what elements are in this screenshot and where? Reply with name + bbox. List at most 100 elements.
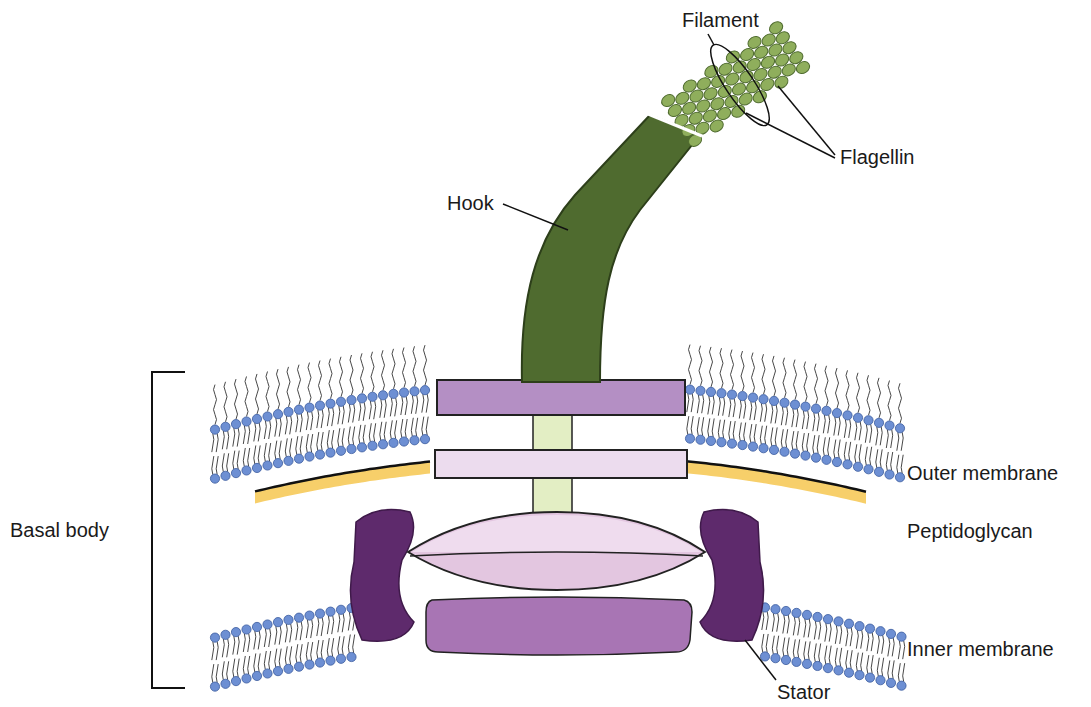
lipid-head: [792, 608, 801, 617]
lipid-tail: [844, 419, 846, 438]
lipid-tail: [871, 655, 873, 674]
stator: [350, 510, 414, 642]
lipid-tail: [254, 653, 256, 672]
lps-chain: [846, 370, 849, 410]
lipid-tail: [342, 636, 344, 655]
lipid-tail: [416, 418, 418, 437]
lipid-head: [865, 624, 874, 633]
lps-chain: [256, 374, 259, 414]
lipid-head: [790, 400, 799, 409]
lipid-tail: [817, 435, 819, 454]
lipid-head: [717, 389, 726, 398]
lipid-head: [252, 463, 261, 472]
lps-chain: [424, 345, 427, 385]
lipid-tail: [771, 427, 773, 446]
lipid-head: [315, 609, 324, 618]
lps-chain: [741, 351, 744, 391]
lipid-head: [822, 455, 831, 464]
lipid-tail: [311, 620, 313, 639]
ms-ring: [408, 512, 705, 590]
lipid-tail: [882, 635, 884, 654]
lipid-head: [410, 436, 419, 445]
lipid-head: [326, 399, 335, 408]
lipid-tail: [390, 398, 392, 417]
lipid-tail: [300, 644, 302, 663]
lipid-tail: [264, 443, 266, 462]
part-label: Inner membrane: [907, 637, 1054, 661]
lps-chain: [731, 350, 734, 390]
lipid-tail: [903, 641, 905, 660]
lipid-tail: [823, 437, 825, 456]
lipid-head: [347, 444, 356, 453]
lipid-head: [326, 448, 335, 457]
lipid-tail: [348, 427, 350, 446]
lipid-head: [315, 401, 324, 410]
lipid-tail: [222, 453, 224, 472]
lipid-head: [844, 619, 853, 628]
lipid-tail: [787, 615, 789, 634]
lipid-head: [769, 445, 778, 454]
lipid-head: [781, 655, 790, 664]
membranes: [210, 345, 906, 692]
lipid-head: [885, 421, 894, 430]
lipid-tail: [870, 424, 872, 443]
lipid-tail: [338, 406, 340, 425]
lipid-tail: [792, 431, 794, 450]
lipid-tail: [723, 397, 725, 416]
lipid-tail: [296, 436, 298, 455]
stator: [700, 510, 764, 642]
lipid-tail: [227, 661, 229, 680]
lipid-tail: [390, 420, 392, 439]
lipid-head: [853, 413, 862, 422]
lipid-tail: [227, 453, 229, 472]
lps-chain: [710, 347, 713, 387]
lipid-tail: [712, 396, 714, 415]
lipid-tail: [348, 404, 350, 423]
peptidoglycan-edge: [686, 461, 866, 492]
lipid-tail: [793, 639, 795, 658]
lps-chain: [720, 348, 723, 388]
lipid-tail: [877, 635, 879, 654]
lipid-tail: [306, 620, 308, 639]
lps-chain: [392, 349, 395, 389]
part-label: Filament: [682, 8, 759, 32]
lps-chain: [329, 359, 332, 399]
lipid-head: [368, 392, 377, 401]
lipid-tail: [258, 423, 260, 442]
lipid-tail: [723, 420, 725, 439]
lipid-tail: [903, 663, 905, 682]
lipid-tail: [237, 428, 239, 447]
lipid-head: [336, 446, 345, 455]
lps-chain: [878, 378, 881, 418]
lipid-tail: [892, 638, 894, 657]
lipid-tail: [850, 650, 852, 669]
leader-line: [745, 640, 776, 680]
lipid-tail: [216, 642, 218, 661]
lps-chain: [319, 361, 322, 401]
lipid-head: [706, 436, 715, 445]
lipid-tail: [796, 409, 798, 428]
lipid-tail: [829, 646, 831, 665]
lipid-head: [897, 632, 906, 641]
lipid-tail: [856, 630, 858, 649]
lipid-tail: [321, 432, 323, 451]
lipid-head: [748, 393, 757, 402]
lipid-tail: [802, 433, 804, 452]
lipid-tail: [279, 649, 281, 668]
lipid-head: [792, 657, 801, 666]
lipid-tail: [744, 400, 746, 419]
lipid-tail: [338, 614, 340, 633]
lipid-head: [242, 674, 251, 683]
lipid-head: [221, 422, 230, 431]
lipid-head: [210, 425, 219, 434]
lipid-tail: [285, 438, 287, 457]
lipid-tail: [718, 420, 720, 439]
lipid-tail: [859, 422, 861, 441]
leader-line: [708, 34, 714, 45]
lipid-head: [294, 405, 303, 414]
lipid-head: [811, 453, 820, 462]
lipid-tail: [804, 641, 806, 660]
lipid-tail: [327, 616, 329, 635]
